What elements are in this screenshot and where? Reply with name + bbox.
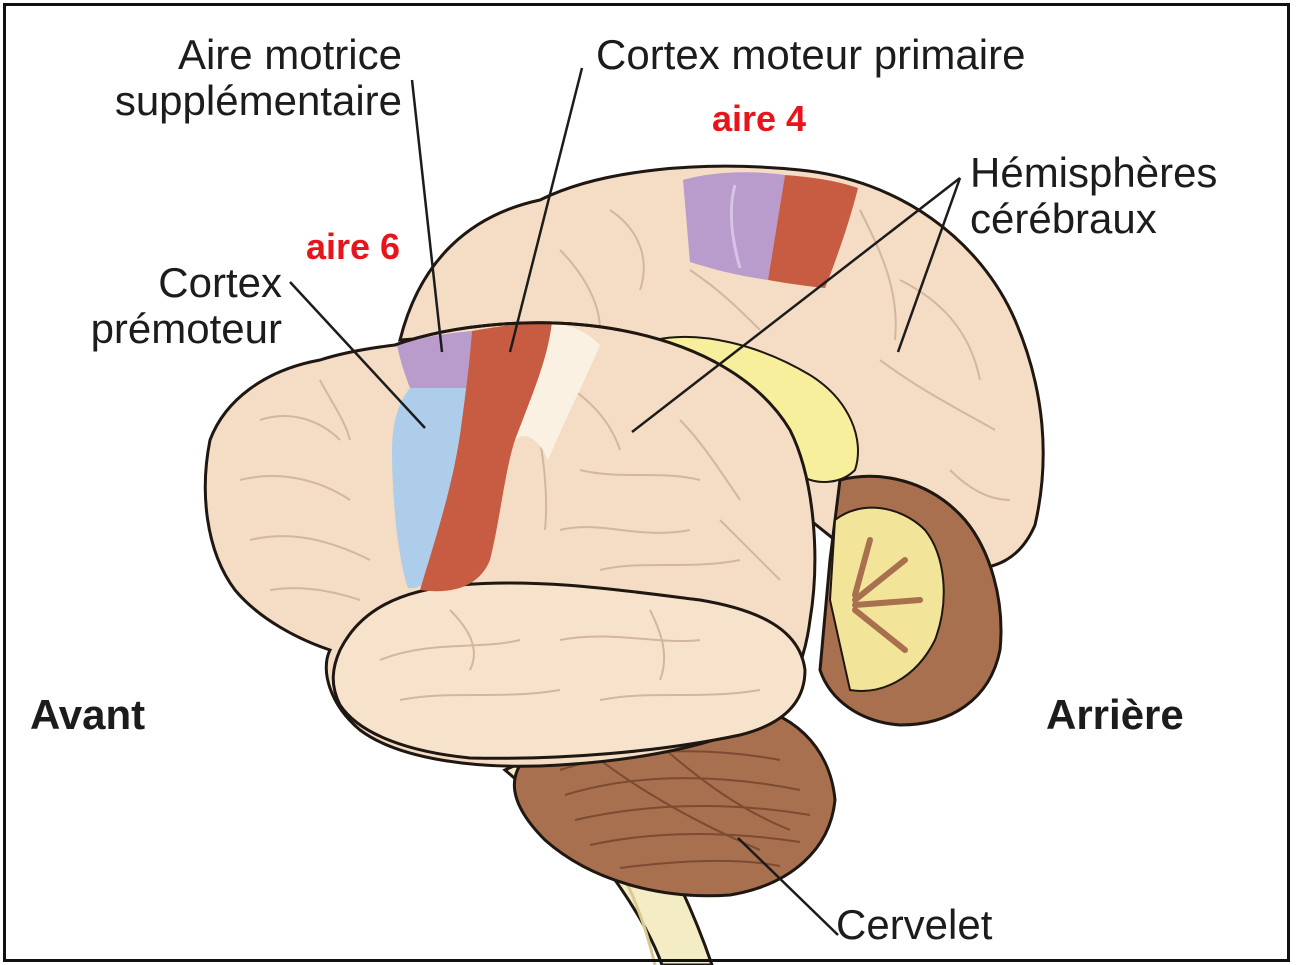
image-border xyxy=(3,3,1290,962)
label-premotor-cortex: Cortex prémoteur xyxy=(30,260,282,352)
label-back: Arrière xyxy=(1046,692,1184,738)
label-primary-motor-cortex: Cortex moteur primaire xyxy=(596,32,1025,78)
label-front: Avant xyxy=(30,692,145,738)
label-premotor-line2: prémoteur xyxy=(30,306,282,352)
label-hemispheres-line2: cérébraux xyxy=(970,196,1217,242)
label-area-6: aire 6 xyxy=(306,226,400,268)
label-hemispheres-line1: Hémisphères xyxy=(970,150,1217,196)
label-area-4: aire 4 xyxy=(712,98,806,140)
label-cerebellum: Cervelet xyxy=(836,902,992,948)
label-premotor-line1: Cortex xyxy=(30,260,282,306)
label-supplementary-line2: supplémentaire xyxy=(36,78,402,124)
label-supplementary-motor: Aire motrice supplémentaire xyxy=(36,32,402,124)
label-supplementary-line1: Aire motrice xyxy=(36,32,402,78)
label-hemispheres: Hémisphères cérébraux xyxy=(970,150,1217,242)
